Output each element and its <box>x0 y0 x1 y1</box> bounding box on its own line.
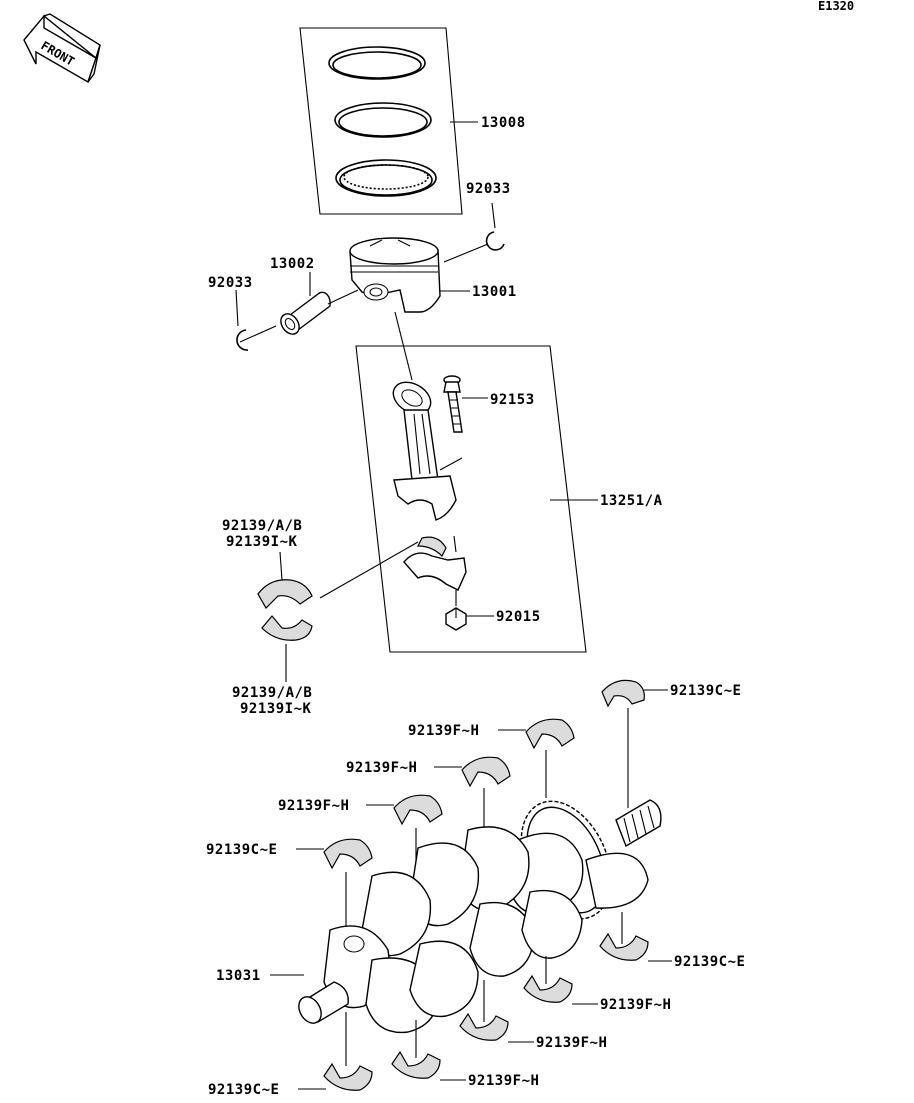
piston-pin <box>280 291 331 335</box>
label-13002: 13002 <box>270 256 315 272</box>
conrod-bearing-lower <box>261 615 313 641</box>
main-bearing-f-lower-2 <box>459 1012 509 1041</box>
label-92139fh-lower-3: 92139F~H <box>468 1073 539 1089</box>
main-bearing-f2 <box>461 756 511 788</box>
circlip-left <box>236 329 249 351</box>
label-92139fh-lower-1: 92139F~H <box>600 997 671 1013</box>
main-bearing-c-bottom-left <box>323 1062 373 1091</box>
main-bearing-c-left <box>323 838 373 870</box>
conrod-bolt <box>443 375 463 433</box>
label-92139ce-right-lower: 92139C~E <box>674 954 745 970</box>
label-92139fh-lower-2: 92139F~H <box>536 1035 607 1051</box>
label-92139ce-bottom-left: 92139C~E <box>208 1082 279 1098</box>
conrod-cap <box>403 536 467 591</box>
label-92139ik-upper: 92139I~K <box>226 534 298 550</box>
label-92139ab-lower: 92139/A/B <box>232 685 312 701</box>
label-92033-left: 92033 <box>208 275 253 291</box>
main-bearing-f1 <box>525 718 575 750</box>
label-92139fh-3: 92139F~H <box>278 798 349 814</box>
main-bearing-f-lower-1 <box>523 974 573 1003</box>
label-92139ce-top-right: 92139C~E <box>670 683 741 699</box>
piston <box>349 237 441 313</box>
label-92139ik-lower: 92139I~K <box>240 701 312 717</box>
circlip-right <box>485 231 505 251</box>
main-bearing-f3 <box>393 794 443 826</box>
crankshaft <box>298 799 662 1034</box>
main-bearing-f-lower-3 <box>391 1050 441 1079</box>
label-13001: 13001 <box>472 284 517 300</box>
conrod-bearing-upper <box>257 579 313 609</box>
label-92015: 92015 <box>496 609 541 625</box>
piston-rings-group <box>299 27 463 215</box>
label-92139fh-1: 92139F~H <box>408 723 479 739</box>
label-13251a: 13251/A <box>600 493 663 509</box>
main-bearing-top-right <box>601 679 645 708</box>
connecting-rod <box>392 381 457 521</box>
diagram-code: E1320 <box>818 0 854 13</box>
main-bearing-c-right-lower <box>599 932 649 961</box>
label-92139fh-2: 92139F~H <box>346 760 417 776</box>
label-92153: 92153 <box>490 392 535 408</box>
label-92139ab-upper: 92139/A/B <box>222 518 302 534</box>
conrod-nut <box>445 607 467 631</box>
label-13031: 13031 <box>216 968 261 984</box>
label-92139ce-left: 92139C~E <box>206 842 277 858</box>
front-arrow-icon: FRONT <box>23 13 101 84</box>
label-13008: 13008 <box>481 115 526 131</box>
label-92033-right: 92033 <box>466 181 511 197</box>
